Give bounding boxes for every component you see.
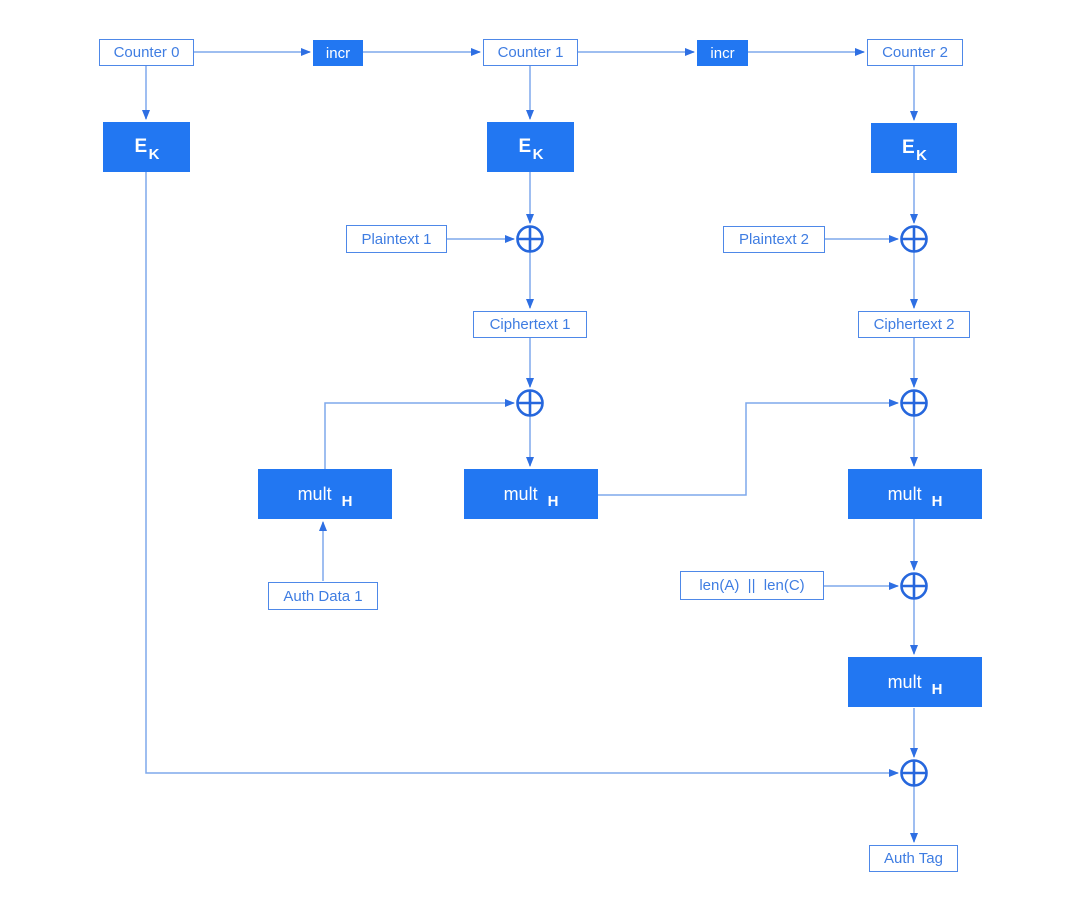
wires-group	[142, 48, 918, 843]
ciphertext-2-box: Ciphertext 2	[858, 311, 970, 338]
mult-h-block-3: mult H	[848, 469, 982, 519]
incr-1-box: incr	[313, 40, 363, 66]
xor-icon	[900, 225, 928, 253]
mult-main-label: mult	[503, 483, 538, 504]
ek-sub-label: K	[916, 146, 928, 164]
xor-icon	[516, 225, 544, 253]
auth-data-1-box: Auth Data 1	[268, 582, 378, 610]
counter-2-box: Counter 2	[867, 39, 963, 66]
incr-2-box: incr	[697, 40, 748, 66]
mult-sub-label: H	[931, 492, 943, 510]
mult-h-block-1: mult H	[258, 469, 392, 519]
xor-icon	[900, 389, 928, 417]
plaintext-2-box: Plaintext 2	[723, 226, 825, 253]
wire-mult1-xor3	[324, 399, 515, 469]
ek-main-label: E	[518, 136, 532, 157]
auth-tag-box: Auth Tag	[869, 845, 958, 872]
mult-main-label: mult	[887, 671, 922, 692]
xor-group	[516, 225, 928, 787]
xor-icon	[900, 759, 928, 787]
xor-icon	[900, 572, 928, 600]
counter-1-box: Counter 1	[483, 39, 578, 66]
ek-main-label: E	[134, 136, 148, 157]
mult-sub-label: H	[931, 680, 943, 698]
ek-main-label: E	[901, 137, 916, 158]
ek-sub-label: K	[148, 145, 160, 163]
wire-mult2-xor4	[598, 399, 899, 496]
mult-h-block-2: mult H	[464, 469, 598, 519]
plaintext-1-box: Plaintext 1	[346, 225, 447, 253]
ek-sub-label: K	[532, 145, 544, 163]
counter-0-box: Counter 0	[99, 39, 194, 66]
len-concat-box: len(A) || len(C)	[680, 571, 824, 600]
xor-icon	[516, 389, 544, 417]
mult-sub-label: H	[341, 492, 353, 510]
mult-main-label: mult	[297, 483, 332, 504]
mult-main-label: mult	[887, 483, 922, 504]
mult-sub-label: H	[547, 492, 559, 510]
wire-ek0-xor6	[145, 172, 899, 777]
mult-h-block-4: mult H	[848, 657, 982, 707]
ciphertext-1-box: Ciphertext 1	[473, 311, 587, 338]
